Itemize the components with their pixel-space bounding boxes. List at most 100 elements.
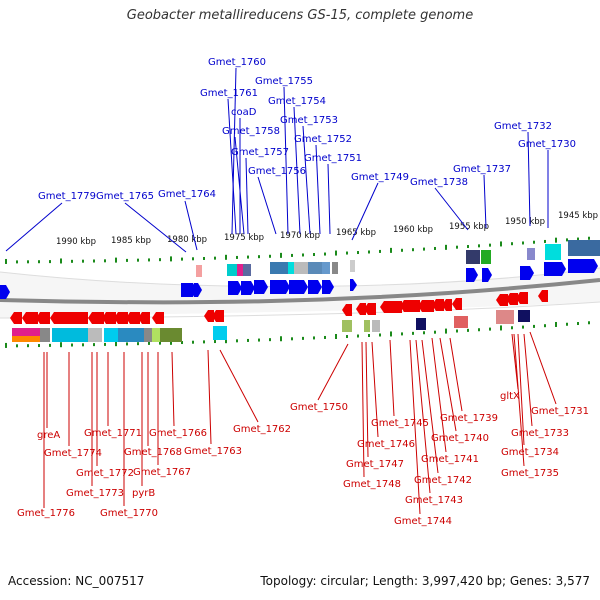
scale-dots-top [5, 236, 590, 264]
feature-block [308, 262, 322, 274]
feature-block [568, 240, 600, 256]
feature-block [294, 262, 308, 274]
gene-arrow-reverse [452, 298, 462, 310]
gene-label-forward: Gmet_1732 [494, 121, 552, 132]
gene-label-reverse: Gmet_1767 [133, 467, 191, 478]
connector-forward [234, 136, 245, 235]
gene-arrow-reverse [506, 293, 518, 305]
scale-label: 1990 kbp [56, 237, 96, 247]
feature-block [270, 262, 288, 274]
scale-dot [346, 335, 348, 339]
feature-block [152, 328, 160, 342]
scale-dot [137, 258, 139, 262]
scale-dot [280, 336, 282, 342]
forward-gene-labels: Gmet_1779 Gmet_1765 Gmet_1764 Gmet_1760 … [38, 57, 576, 202]
scale-dot [302, 336, 304, 340]
gene-label-reverse: Gmet_1747 [346, 459, 404, 470]
scale-dot [489, 243, 491, 247]
scale-label: 1970 kbp [280, 231, 320, 241]
gene-label-forward: Gmet_1751 [304, 153, 362, 164]
scale-dot [423, 247, 425, 251]
label-connectors [5, 67, 557, 515]
scale-label: 1950 kbp [505, 217, 545, 227]
gene-arrow-forward [544, 262, 566, 276]
gene-label-reverse: Gmet_1744 [394, 516, 452, 527]
gene-arrow-forward [520, 266, 534, 280]
connector-reverse [389, 339, 395, 417]
scale-dot [225, 338, 227, 344]
gene-label-forward: Gmet_1760 [208, 57, 266, 68]
scale-label: 1975 kbp [224, 233, 264, 243]
scale-dot [192, 340, 194, 344]
gene-label-reverse: Gmet_1772 [76, 468, 134, 479]
feature-block [545, 244, 561, 260]
scale-dot [434, 330, 436, 334]
scale-dot [456, 245, 458, 249]
scale-dot [555, 321, 557, 327]
gene-label-reverse: Gmet_1740 [431, 433, 489, 444]
scale-dot [291, 253, 293, 257]
scale-dot [181, 341, 183, 345]
gene-label-reverse: Gmet_1745 [371, 418, 429, 429]
scale-dot [181, 257, 183, 261]
gene-arrow-forward [482, 268, 492, 282]
gene-label-forward: Gmet_1755 [255, 76, 313, 87]
gene-arrow-forward [308, 280, 322, 294]
connector-forward [124, 202, 187, 253]
connector-reverse [365, 341, 369, 458]
scale-dot [49, 343, 51, 347]
map-title: Geobacter metallireducens GS-15, complet… [126, 8, 474, 23]
scale-dot [60, 258, 62, 264]
scale-dot [522, 241, 524, 245]
connector-reverse [431, 337, 447, 453]
gene-label-forward: Gmet_1757 [231, 147, 289, 158]
gene-label-reverse: Gmet_1762 [233, 424, 291, 435]
gene-label-forward: Gmet_1753 [280, 115, 338, 126]
scale-dot [533, 324, 535, 328]
gene-arrow-reverse [400, 300, 420, 312]
scale-dot [126, 342, 128, 346]
connector-forward [293, 106, 301, 235]
scale-dot [203, 340, 205, 344]
gene-arrow-reverse [364, 303, 376, 315]
scale-dot [280, 252, 282, 258]
scale-dot [225, 254, 227, 260]
gene-label-reverse: Gmet_1746 [357, 439, 415, 450]
feature-block [88, 328, 102, 342]
gene-arrow-reverse [22, 312, 38, 324]
gene-label-reverse: Gmet_1774 [44, 448, 102, 459]
gene-label-reverse: Gmet_1739 [440, 413, 498, 424]
scale-dot [27, 344, 29, 348]
feature-block [12, 336, 40, 342]
reverse-feature-tracks [12, 310, 530, 342]
scale-dot [5, 342, 7, 348]
feature-block [496, 310, 514, 324]
gene-arrow-reverse [138, 312, 150, 324]
connector-forward [283, 86, 289, 235]
gene-arrow-reverse [126, 312, 140, 324]
gene-arrow-reverse [418, 300, 434, 312]
gene-arrow-forward [289, 280, 308, 294]
gene-arrow-reverse [442, 299, 452, 311]
feature-block [364, 320, 370, 332]
scale-dot [588, 321, 590, 325]
scale-dot [456, 329, 458, 333]
feature-block [237, 264, 243, 276]
connector-forward [302, 125, 311, 235]
scale-dot [192, 257, 194, 261]
connector-forward [434, 187, 469, 231]
gene-arrow-reverse [380, 301, 402, 313]
connector-reverse [523, 333, 533, 427]
scale-dot [38, 260, 40, 264]
scale-dot [390, 247, 392, 253]
scale-dot [258, 255, 260, 259]
connector-reverse [517, 333, 525, 446]
scale-dot [478, 328, 480, 332]
gene-label-forward: Gmet_1738 [410, 177, 468, 188]
connector-reverse [513, 333, 525, 467]
gene-arrow-reverse [342, 304, 352, 316]
scale-dot [82, 259, 84, 263]
feature-block [332, 262, 338, 274]
gene-label-reverse: gltX [500, 391, 520, 402]
